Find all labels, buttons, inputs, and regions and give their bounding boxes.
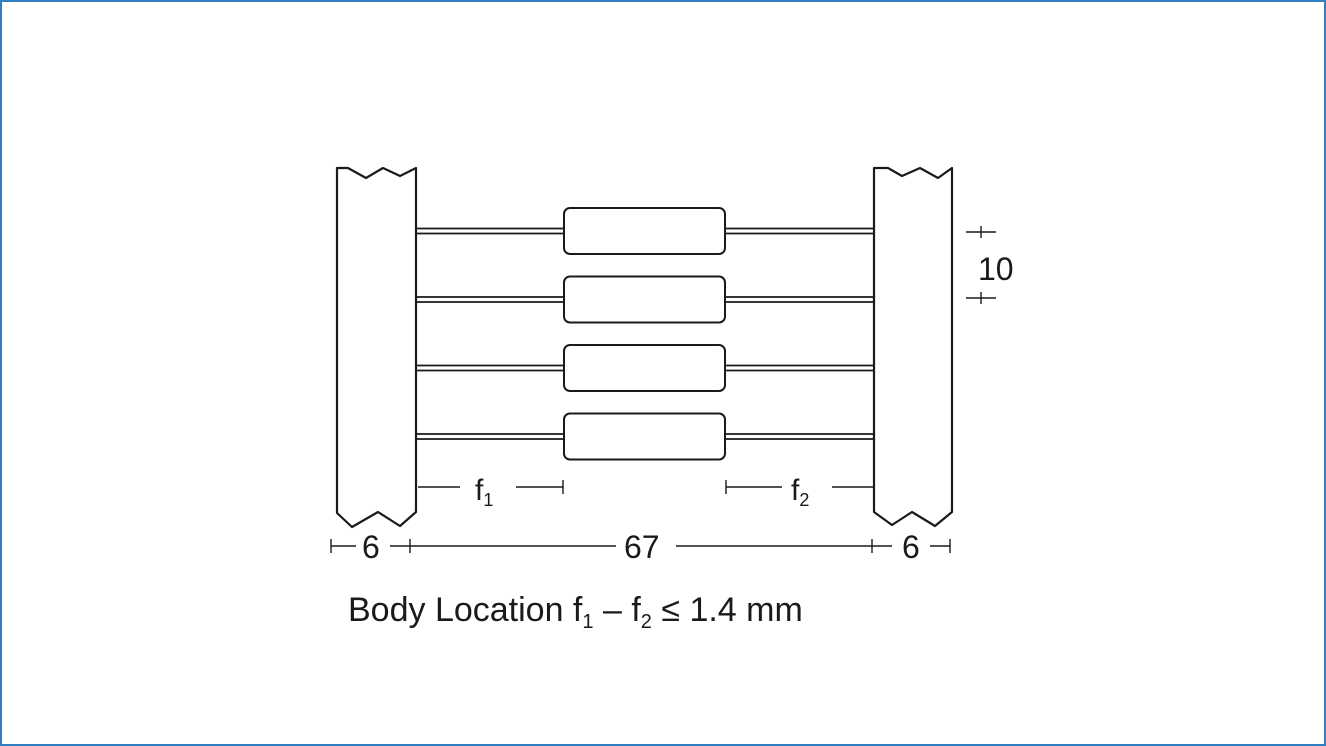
pitch-label: 10	[978, 251, 1014, 287]
resistor-body	[563, 344, 726, 392]
span-label: 67	[624, 529, 660, 565]
f2-label: f2	[791, 474, 809, 510]
resistor-body	[563, 207, 726, 255]
f2-dimension	[725, 480, 874, 494]
component-row	[416, 412, 874, 461]
right-margin-label: 6	[902, 529, 920, 565]
component-row	[416, 344, 874, 392]
component-rows	[416, 207, 874, 461]
f1-dimension	[418, 480, 564, 494]
overall-dimension-line	[330, 539, 951, 553]
resistor-body	[563, 412, 726, 461]
left-tape-strip	[335, 166, 418, 529]
right-tape-strip	[872, 166, 954, 528]
component-row	[416, 275, 874, 324]
caption: Body Location f1 – f2 ≤ 1.4 mm	[348, 591, 803, 633]
left-margin-label: 6	[362, 529, 380, 565]
component-row	[416, 207, 874, 255]
resistor-body	[563, 275, 726, 324]
pitch-dimension	[966, 226, 996, 304]
f1-label: f1	[475, 474, 493, 510]
